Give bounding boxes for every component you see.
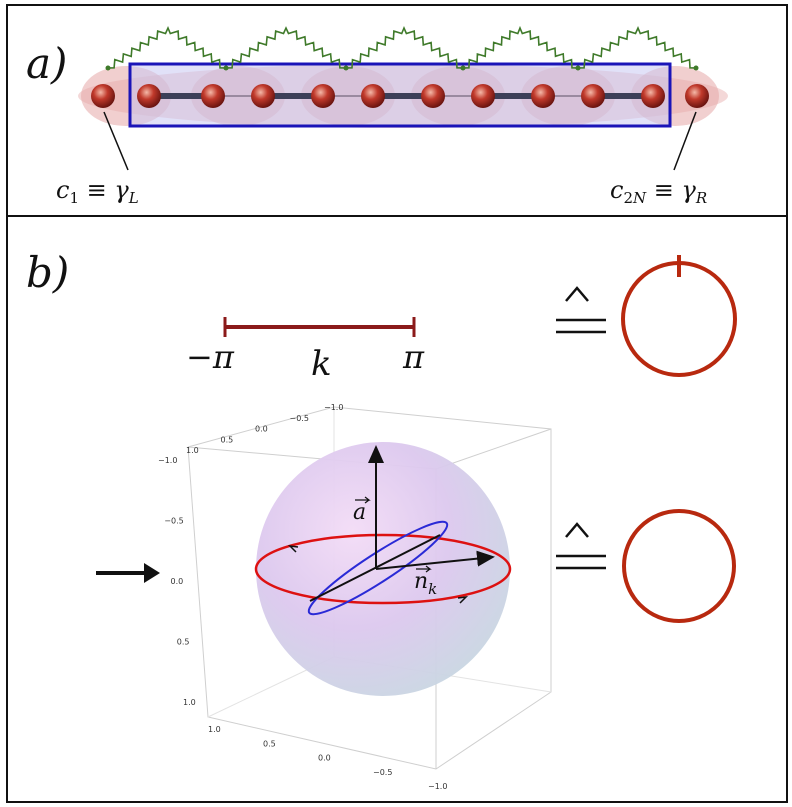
interval-right-label: π xyxy=(402,338,425,376)
tick-top-left: −1.0 xyxy=(324,403,343,412)
majorana-chain-diagram: a) c1 ≡ γL c2N ≡ γR xyxy=(26,25,728,207)
right-pointer xyxy=(673,111,697,171)
pointer-arrow-head xyxy=(144,563,160,583)
wavy-line xyxy=(107,25,697,69)
tick-left: −0.5 xyxy=(164,517,183,526)
svg-text:a: a xyxy=(353,500,366,525)
site xyxy=(641,84,665,108)
wavy-couplings xyxy=(105,25,699,71)
bottom-circle xyxy=(622,509,736,623)
wave-endpoint xyxy=(460,65,466,71)
panel-a: a) c1 ≡ γL c2N ≡ γR xyxy=(6,4,788,217)
vector-n xyxy=(375,550,495,570)
interval-left-label: −π xyxy=(186,338,235,376)
site xyxy=(91,84,115,108)
site xyxy=(421,84,445,108)
site xyxy=(361,84,385,108)
tick-left: 0.0 xyxy=(171,577,184,586)
equator xyxy=(254,533,512,605)
tick-bottom-right: 0.5 xyxy=(263,739,276,748)
site xyxy=(471,84,495,108)
panel-b-label: b) xyxy=(26,248,69,297)
site xyxy=(201,84,225,108)
left-label: c1 ≡ γL xyxy=(56,176,139,207)
tick-left: 0.5 xyxy=(177,638,190,647)
left-pointer xyxy=(103,111,129,171)
wave-endpoint xyxy=(223,65,229,71)
axis-tick-labels: 1.0 0.5 0.0 −0.5 −1.0 −1.0 −0.5 0.0 0.5 1.0 1.0 0.5… xyxy=(158,403,447,791)
bottom-equivalence xyxy=(556,522,606,570)
site xyxy=(581,84,605,108)
tick-top-left: 0.0 xyxy=(255,425,268,434)
tick-top-left: 1.0 xyxy=(186,446,199,455)
n-vector-orbit xyxy=(307,520,449,616)
k-variable-label: k xyxy=(311,344,332,384)
vector-n-label: nk xyxy=(414,565,437,598)
site xyxy=(311,84,335,108)
tick-bottom-right: 1.0 xyxy=(208,725,221,734)
tick-bottom-right: 0.0 xyxy=(318,754,331,763)
right-label: c2N ≡ γR xyxy=(610,176,707,207)
wave-endpoint xyxy=(575,65,581,71)
tick-left: −1.0 xyxy=(158,456,177,465)
wave-endpoint xyxy=(343,65,349,71)
tick-top-left: −0.5 xyxy=(290,414,309,423)
top-circle xyxy=(621,261,737,377)
tick-top-left: 0.5 xyxy=(221,435,234,444)
tick-left: 1.0 xyxy=(183,698,196,707)
tick-bottom-right: −1.0 xyxy=(428,782,447,791)
tick-bottom-right: −0.5 xyxy=(373,768,392,777)
wave-endpoint xyxy=(105,65,111,71)
panel-a-label: a) xyxy=(26,39,67,88)
site xyxy=(685,84,709,108)
top-equivalence xyxy=(556,286,606,334)
equator-arrow-top xyxy=(287,544,299,553)
site xyxy=(251,84,275,108)
bloch-sphere-diagram: b) −π π k xyxy=(26,248,737,791)
site xyxy=(137,84,161,108)
site xyxy=(531,84,555,108)
sites xyxy=(91,84,709,108)
svg-text:nk: nk xyxy=(414,569,437,598)
panel-b: b) −π π k xyxy=(6,215,788,803)
equator-arrow-bottom xyxy=(457,595,469,604)
vector-a-label: a xyxy=(353,496,371,525)
wave-endpoint xyxy=(693,65,699,71)
